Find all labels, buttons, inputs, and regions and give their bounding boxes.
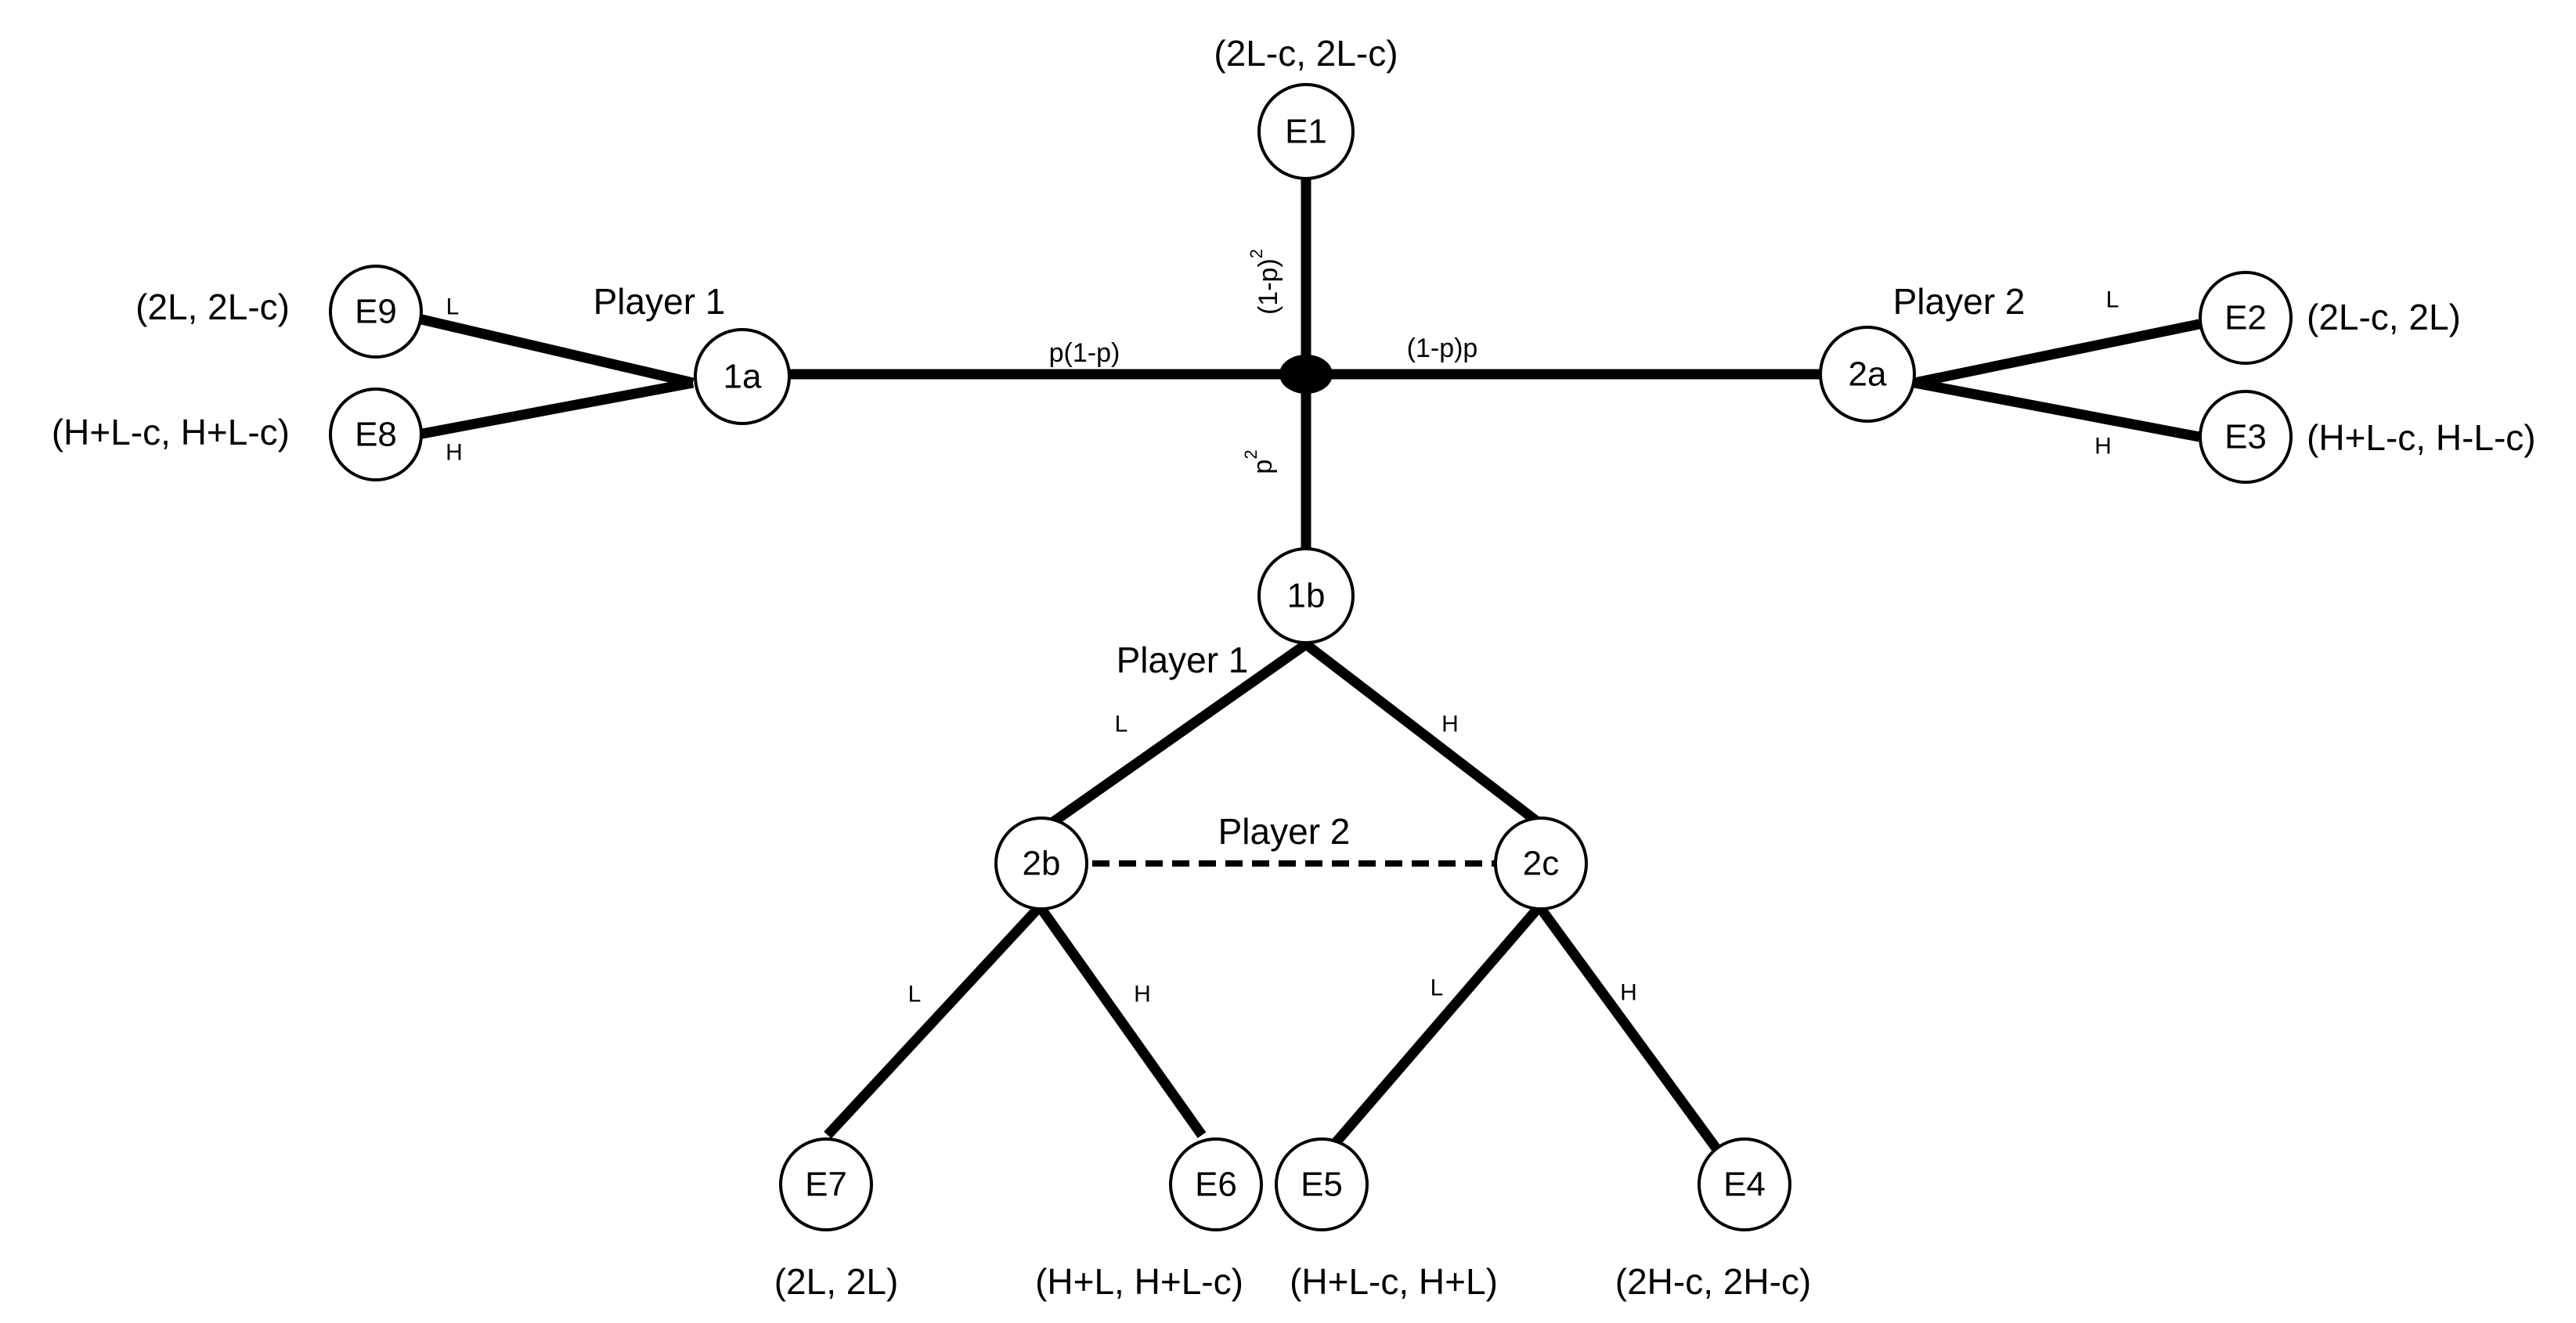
action-to-e7: L	[908, 982, 922, 1008]
edge-2b-to-e7	[824, 903, 1044, 1139]
payoff-e8: (H+L-c, H+L-c)	[52, 412, 290, 452]
node-2c: 2c	[1494, 817, 1588, 910]
edge-2c-to-e5	[1329, 903, 1543, 1149]
edge-2a-to-e3	[1913, 377, 2201, 442]
payoff-e3: (H+L-c, H-L-c)	[2307, 417, 2536, 458]
node-e9-label: E9	[355, 293, 397, 331]
player-label-right: Player 2	[1893, 281, 2026, 322]
node-e7-label: E7	[805, 1166, 847, 1204]
payoff-e1: (2L-c, 2L-c)	[1214, 33, 1398, 74]
node-e3: E3	[2199, 390, 2293, 484]
node-2c-label: 2c	[1523, 845, 1559, 883]
node-e1: E1	[1257, 83, 1355, 180]
payoff-e9: (2L, 2L-c)	[135, 287, 290, 327]
node-e5-label: E5	[1301, 1166, 1343, 1204]
payoff-e4: (2H-c, 2H-c)	[1615, 1261, 1811, 1302]
node-1b-label: 1b	[1287, 577, 1326, 615]
player-label-left: Player 1	[593, 281, 726, 322]
node-e2: E2	[2199, 271, 2293, 365]
prob-down-exponent: 2	[1241, 449, 1261, 459]
action-to-e5: L	[1431, 975, 1444, 1001]
node-e9: E9	[329, 265, 423, 359]
action-to-2b: L	[1115, 712, 1128, 737]
edge-1b-to-2b	[1050, 640, 1309, 827]
node-e8: E8	[329, 388, 423, 481]
node-e5: E5	[1275, 1137, 1369, 1231]
prob-right: (1-p)p	[1407, 333, 1478, 363]
node-e4-label: E4	[1723, 1166, 1766, 1204]
edge-2c-to-e4	[1535, 903, 1730, 1163]
node-e7: E7	[779, 1137, 873, 1231]
action-to-2c: H	[1441, 712, 1459, 737]
prob-up-base: (1-p)	[1254, 258, 1283, 315]
action-e3-edge: H	[2094, 434, 2112, 460]
edge-1b-to-2c	[1303, 640, 1541, 827]
payoff-e6: (H+L, H+L-c)	[1035, 1261, 1243, 1302]
node-e2-label: E2	[2224, 299, 2267, 337]
payoff-e7: (2L, 2L)	[774, 1261, 899, 1302]
node-e3-label: E3	[2224, 418, 2267, 456]
action-e8-edge: H	[446, 440, 463, 466]
node-1a: 1a	[694, 328, 791, 425]
action-to-e6: H	[1134, 982, 1151, 1008]
node-e6-label: E6	[1195, 1166, 1237, 1204]
action-e2-edge: L	[2106, 287, 2120, 313]
edge-1a-to-e9	[417, 313, 695, 388]
node-2b: 2b	[994, 817, 1088, 910]
chance-node	[1279, 355, 1333, 394]
prob-down: p2	[1241, 449, 1279, 474]
prob-up: (1-p)2	[1247, 249, 1284, 315]
prob-down-base: p	[1248, 460, 1278, 474]
payoff-e5: (H+L-c, H+L)	[1290, 1261, 1498, 1302]
node-e1-label: E1	[1285, 113, 1327, 151]
node-1a-label: 1a	[723, 358, 762, 396]
tree-edges	[417, 178, 2201, 1163]
edge-2a-to-e2	[1913, 319, 2201, 388]
action-to-e4: H	[1620, 980, 1637, 1006]
node-1b: 1b	[1257, 547, 1355, 644]
node-e4: E4	[1697, 1137, 1791, 1231]
node-e8-label: E8	[355, 416, 397, 454]
node-2a: 2a	[1819, 326, 1916, 423]
payoff-e2: (2L-c, 2L)	[2307, 297, 2461, 337]
prob-up-exponent: 2	[1247, 249, 1266, 258]
node-2a-label: 2a	[1849, 355, 1887, 394]
action-e9-edge: L	[446, 294, 460, 320]
edge-1a-to-e8	[417, 377, 695, 440]
prob-left: p(1-p)	[1049, 338, 1120, 368]
edge-2b-to-e6	[1035, 903, 1207, 1138]
node-2b-label: 2b	[1023, 845, 1061, 883]
player-label-info-set: Player 2	[1218, 811, 1351, 852]
node-e6: E6	[1169, 1137, 1263, 1231]
player-label-bottom: Player 1	[1117, 640, 1249, 680]
